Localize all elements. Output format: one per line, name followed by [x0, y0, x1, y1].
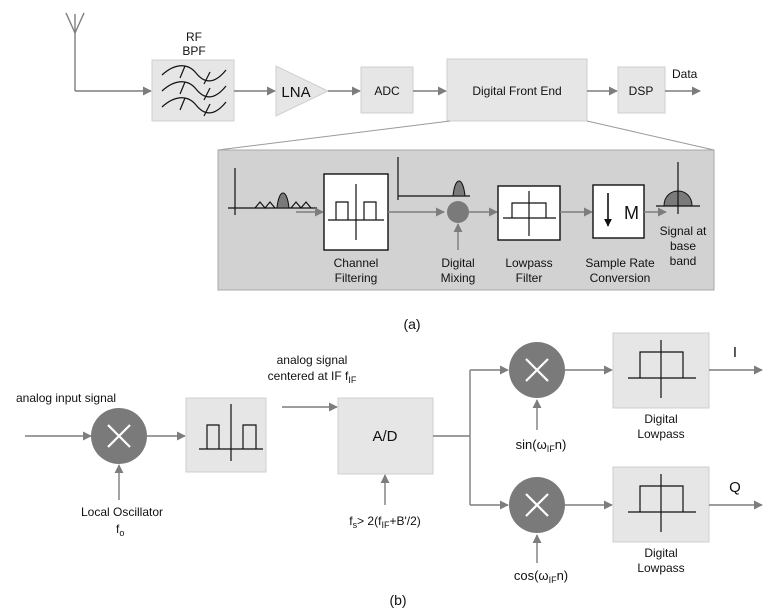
if-filter-block	[185, 397, 267, 473]
rf-bpf-label-line1: RF	[186, 30, 202, 44]
lowpass-filter-block	[497, 185, 561, 241]
ad-label: A/D	[372, 428, 397, 445]
sample-rate-line2: Conversion	[590, 271, 651, 285]
output-q-label: Q	[729, 479, 741, 496]
analog-mixer	[91, 408, 147, 464]
decimator-symbol: M	[624, 203, 639, 223]
digital-front-end-block: Digital Front End	[446, 58, 588, 122]
input-spectrum-icon	[228, 168, 317, 215]
cos-label: cos(ωIFn)	[514, 568, 568, 585]
dfe-label: Digital Front End	[472, 84, 561, 98]
digital-mixer-icon	[447, 201, 469, 223]
lowpass-top-line2: Lowpass	[637, 427, 684, 441]
output-i-label: I	[733, 344, 737, 361]
lowpass-filter-line2: Filter	[516, 271, 543, 285]
lowpass-bottom-line1: Digital	[644, 546, 677, 560]
lna-label: LNA	[281, 84, 310, 101]
signal-baseband-line1: Signal at	[660, 224, 707, 238]
lowpass-top-line1: Digital	[644, 412, 677, 426]
sin-label: sin(ωIFn)	[516, 437, 567, 454]
signal-baseband-line3: band	[670, 254, 697, 268]
digital-mixing-line1: Digital	[441, 256, 474, 270]
sample-rate-line1: Sample Rate	[585, 256, 655, 270]
q-multiply-icon-b	[525, 493, 549, 517]
lowpass-filter-line1: Lowpass	[505, 256, 552, 270]
adc-label: ADC	[374, 84, 400, 98]
i-multiply-icon-b	[525, 358, 549, 382]
rf-bpf-label-line2: BPF	[182, 44, 205, 58]
mixer-spectrum-icon	[397, 157, 470, 200]
q-mixer	[509, 477, 565, 533]
zoom-line-right	[586, 120, 715, 151]
local-oscillator-symbol: fo	[116, 522, 124, 538]
sample-rate-block: M	[592, 184, 645, 239]
channel-filtering-line1: Channel	[334, 256, 379, 270]
rf-bpf-block	[151, 59, 235, 122]
antenna-icon	[65, 12, 85, 91]
signal-baseband-line2: base	[670, 239, 696, 253]
sampling-condition: fs> 2(fIF+B'/2)	[349, 514, 421, 530]
dsp-block: DSP	[617, 66, 666, 114]
ad-block: A/D	[337, 397, 434, 475]
analog-signal-line2: centered at IF fIF	[268, 369, 357, 385]
filter-waves-icon	[161, 65, 227, 117]
channel-filtering-line2: Filtering	[335, 271, 378, 285]
lowpass-top-block	[612, 332, 710, 409]
local-oscillator-line1: Local Oscillator	[81, 505, 163, 519]
i-mixer	[509, 342, 565, 398]
channel-filter-block	[323, 173, 389, 251]
caption-a: (a)	[403, 316, 420, 332]
analog-signal-line1: analog signal	[277, 353, 348, 367]
lowpass-bottom-block	[612, 466, 710, 543]
lna-block: LNA	[275, 65, 330, 117]
baseband-spectrum-icon	[656, 162, 700, 214]
adc-block: ADC	[360, 66, 414, 114]
caption-b: (b)	[389, 592, 406, 608]
multiply-icon-b	[107, 424, 131, 448]
data-label: Data	[672, 67, 698, 81]
lowpass-bottom-line2: Lowpass	[637, 561, 684, 575]
analog-input-label: analog input signal	[16, 391, 116, 405]
dsp-label: DSP	[629, 84, 654, 98]
zoom-line-left	[217, 120, 451, 151]
digital-mixing-line2: Mixing	[441, 271, 476, 285]
